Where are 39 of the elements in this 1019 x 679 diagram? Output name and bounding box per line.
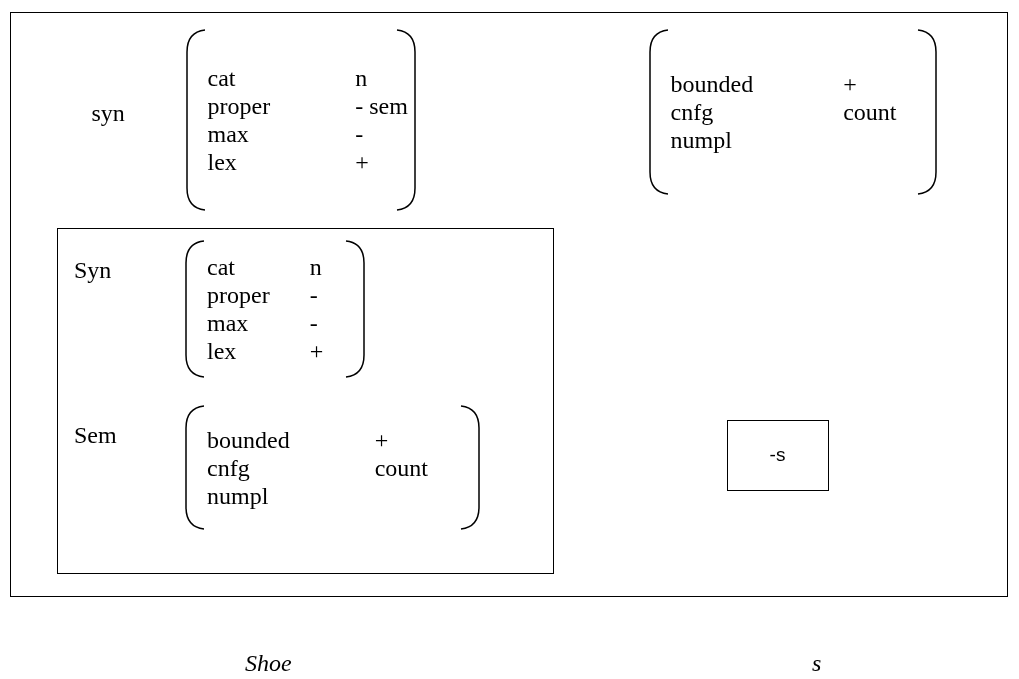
word-caption: s <box>812 650 822 677</box>
feature-value: - <box>309 281 319 309</box>
morpheme-box <box>726 419 829 491</box>
frame-box <box>56 227 554 574</box>
feature-value: n <box>355 63 369 92</box>
feature-name: cat <box>207 63 237 92</box>
feature-value: + <box>355 147 370 176</box>
word-caption: Shoe <box>245 650 292 677</box>
morpheme-text: -s <box>769 444 786 466</box>
frame-box <box>10 12 1008 597</box>
feature-value: - <box>355 119 365 148</box>
matrix-label: syn <box>91 99 125 127</box>
feature-name: cnfg <box>670 97 715 126</box>
feature-name: numpl <box>670 125 733 154</box>
feature-matrix <box>184 27 417 212</box>
feature-value: count <box>374 453 428 482</box>
feature-name: bounded <box>207 425 290 454</box>
matrix-label: Syn <box>74 257 112 284</box>
feature-name: lex <box>207 147 238 176</box>
feature-matrix <box>184 239 366 379</box>
feature-name: proper <box>207 281 270 309</box>
feature-value: + <box>374 425 390 454</box>
feature-name: bounded <box>670 69 754 98</box>
feature-matrix <box>647 27 938 196</box>
feature-name: max <box>207 309 250 337</box>
feature-name: proper <box>207 91 271 120</box>
feature-name: max <box>207 119 250 148</box>
feature-value: n <box>309 253 323 281</box>
feature-value: - <box>309 309 319 337</box>
feature-name: numpl <box>207 481 270 510</box>
feature-name: cat <box>207 253 236 281</box>
feature-value: count <box>843 97 897 126</box>
feature-value: + <box>843 69 858 98</box>
feature-value: - sem <box>355 91 408 120</box>
matrix-label: Sem <box>74 422 117 449</box>
feature-name: cnfg <box>207 453 251 482</box>
feature-value: + <box>309 337 324 365</box>
feature-matrix <box>184 404 481 531</box>
feature-name: lex <box>207 337 238 365</box>
